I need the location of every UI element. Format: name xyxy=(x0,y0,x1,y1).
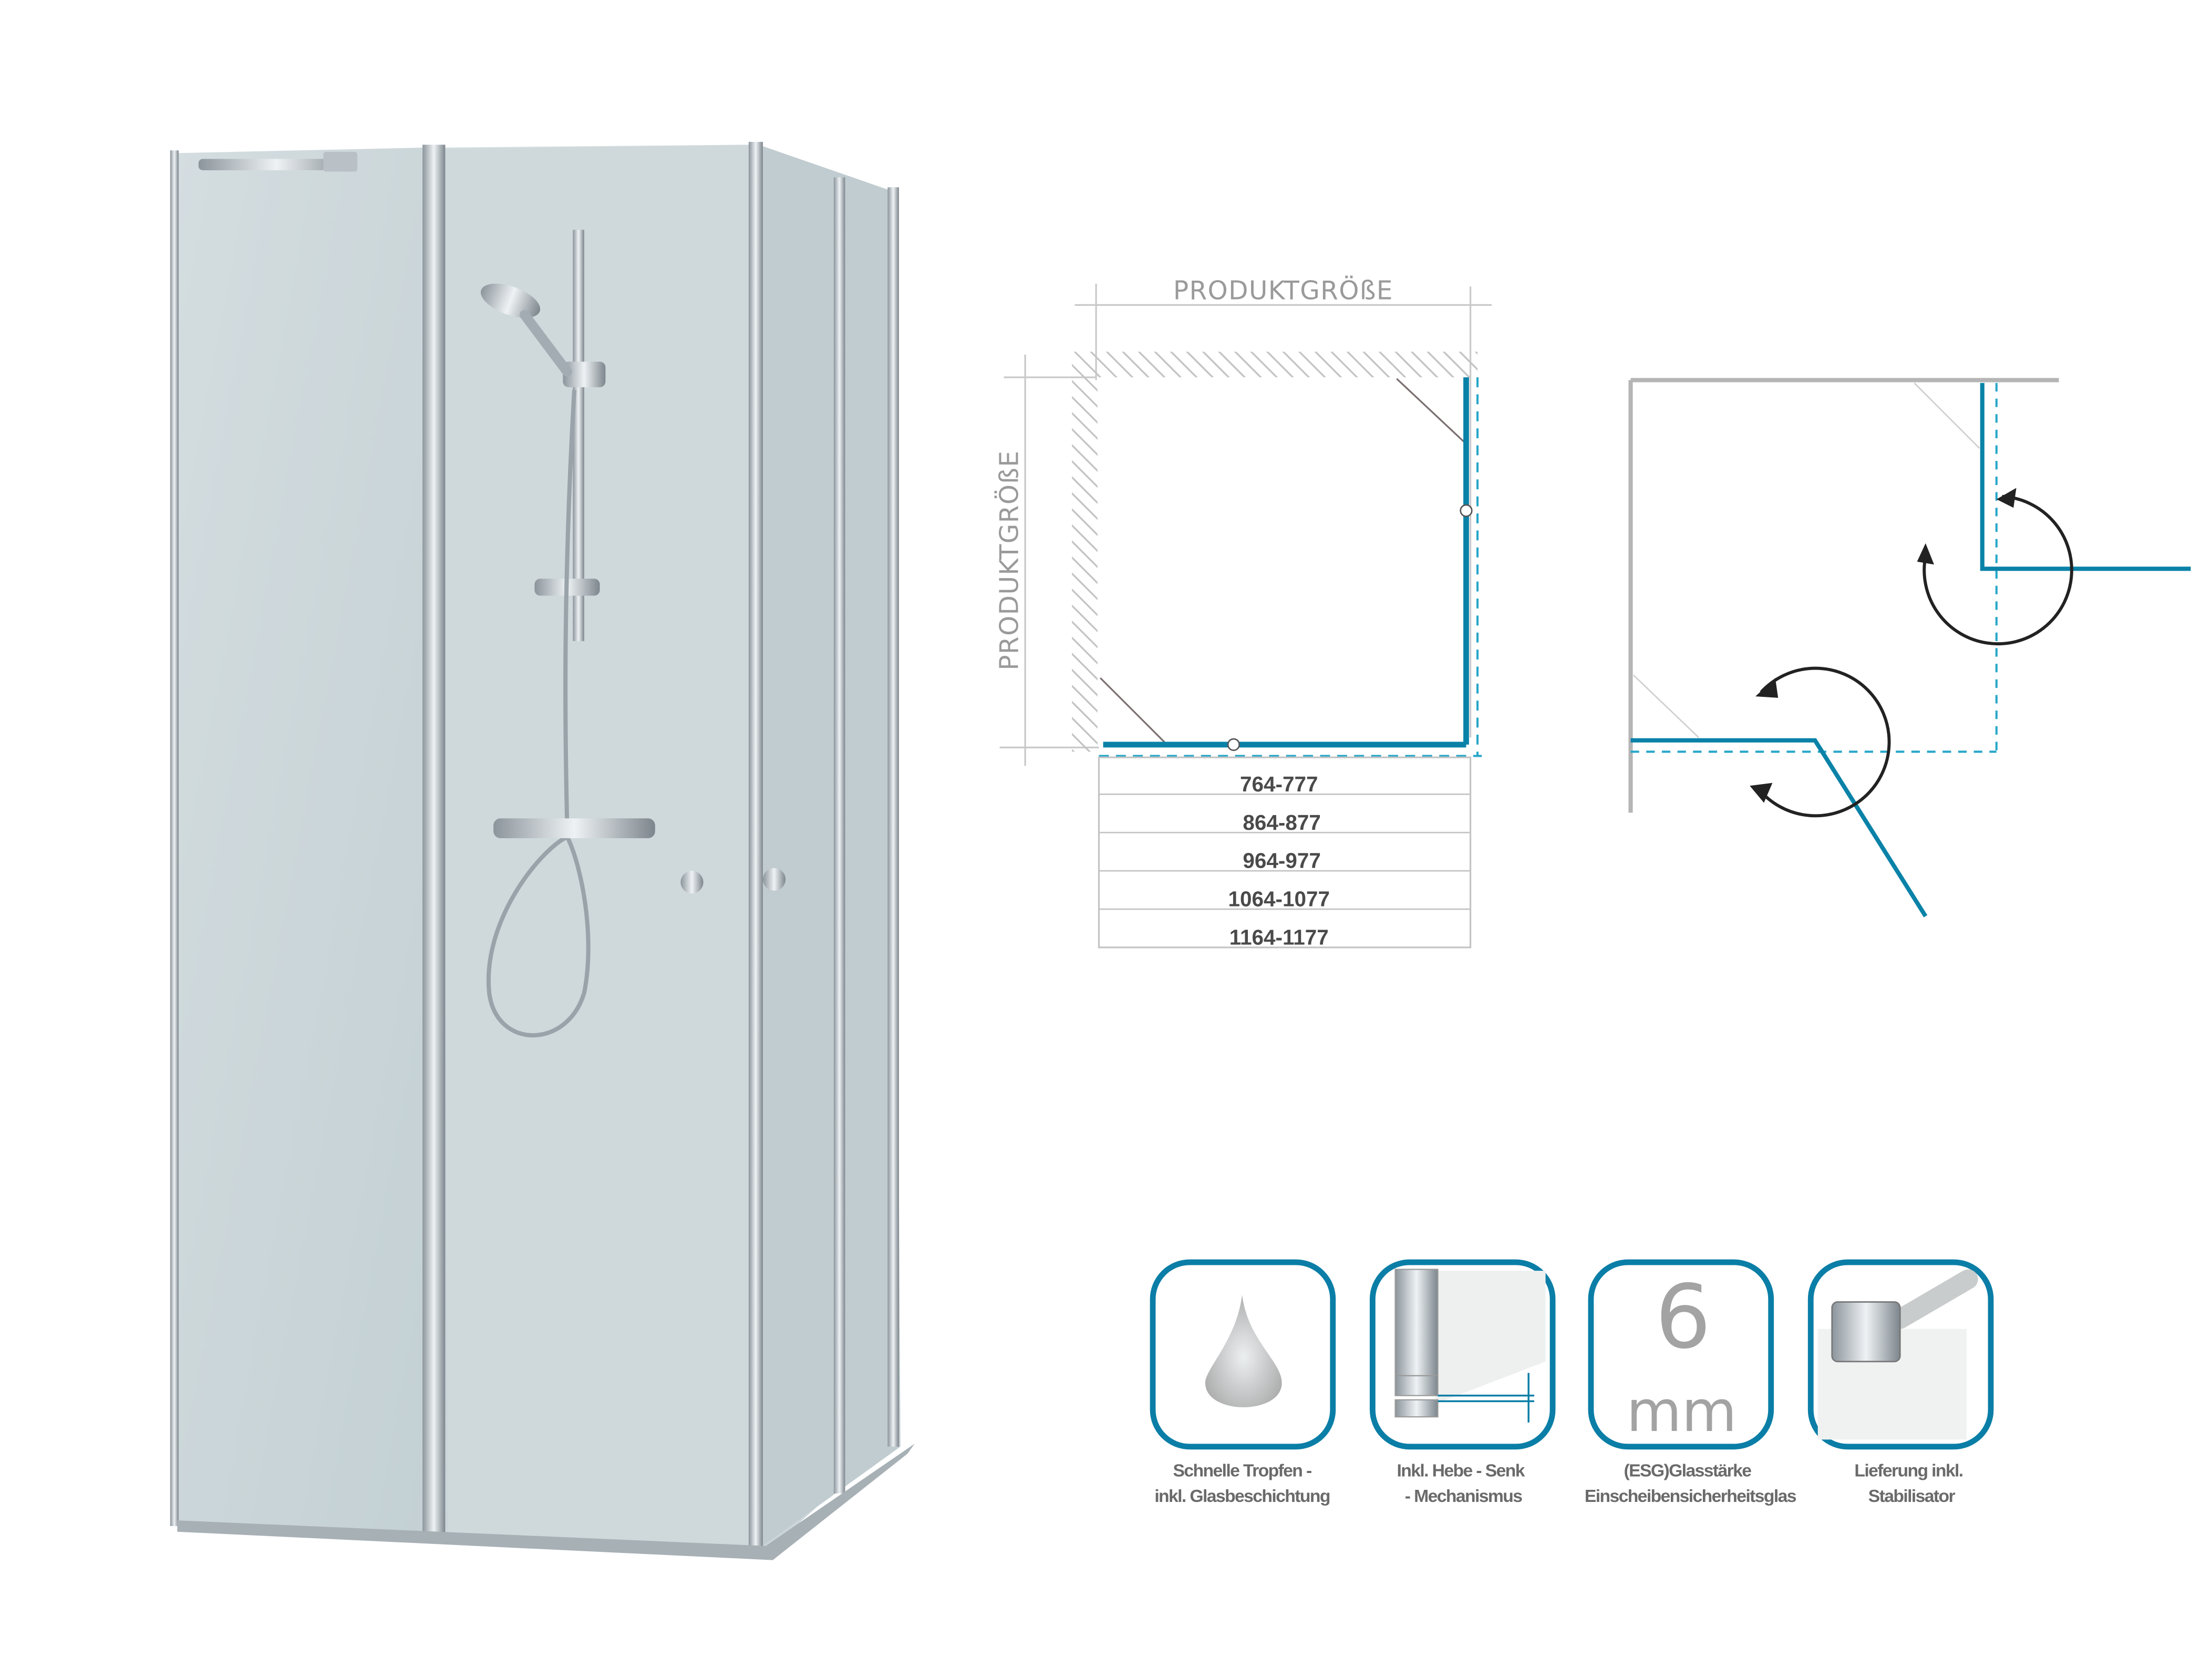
door-knob xyxy=(680,871,704,894)
glass-thickness-number: 6 xyxy=(1655,1266,1711,1368)
top-wall-hatch xyxy=(1072,352,1478,377)
side-panel-glass xyxy=(758,145,901,1546)
size-row: 764-777 xyxy=(1240,772,1318,796)
lift-hinge-icon xyxy=(1394,1269,1546,1423)
size-row: 964-977 xyxy=(1243,849,1321,873)
thermostat xyxy=(493,818,655,839)
feature-stabilizer: Lieferung inkl. Stabilisator xyxy=(1807,1259,1994,1506)
size-row: 1064-1077 xyxy=(1228,887,1330,911)
depth-dimension-label: PRODUKTGRÖßE xyxy=(995,450,1025,671)
feature-label: inkl. Glasbeschichtung xyxy=(1154,1486,1330,1506)
rotation-arrow-icon xyxy=(1922,495,2073,646)
shower-head-icon xyxy=(480,283,541,318)
shower-handle xyxy=(520,310,572,377)
shower-hose xyxy=(486,390,591,1037)
feature-label: (ESG)Glasstärke xyxy=(1624,1460,1752,1480)
shower-holder xyxy=(563,362,606,387)
hinge-profile xyxy=(422,145,446,1538)
feature-label: Lieferung inkl. xyxy=(1854,1460,1962,1480)
feature-label: Inkl. Hebe - Senk xyxy=(1397,1460,1525,1480)
feature-water-drop: Schnelle Tropfen - inkl. Glasbeschichtun… xyxy=(1150,1259,1336,1506)
left-profile xyxy=(170,150,179,1526)
shower-enclosure-photo xyxy=(170,141,915,1560)
feature-lift-hinge: Inkl. Hebe - Senk - Mechanismus xyxy=(1369,1259,1556,1506)
side-door-open-line xyxy=(1980,383,2191,571)
rotation-arrow-icon xyxy=(1757,666,1891,818)
size-row: 864-877 xyxy=(1243,810,1321,835)
floor-plan-diagram: PRODUKTGRÖßE PRODUKTGRÖßE 764-777 864-87… xyxy=(995,276,1492,949)
feature-label: - Mechanismus xyxy=(1405,1486,1522,1506)
shower-rail xyxy=(573,230,584,641)
stabilizer-icon xyxy=(1817,1269,1978,1440)
feature-label: Schnelle Tropfen - xyxy=(1173,1460,1312,1480)
stabilizer-bar xyxy=(198,159,355,170)
left-door-glass xyxy=(173,147,433,1535)
stabilizer-clamp xyxy=(323,151,358,172)
door-swing-diagram xyxy=(1628,378,2191,918)
front-door-open-line xyxy=(1630,738,1928,918)
side-hinge-profile xyxy=(833,177,845,1494)
right-profile xyxy=(887,187,899,1447)
front-panel-glass xyxy=(442,145,759,1546)
corner-profile xyxy=(748,141,763,1549)
width-dimension-label: PRODUKTGRÖßE xyxy=(1173,276,1393,306)
floor-profile xyxy=(177,1444,915,1560)
glass-thickness-unit: mm xyxy=(1627,1379,1737,1445)
feature-label: Einscheibensicherheitsglas xyxy=(1585,1486,1796,1506)
side-knob xyxy=(762,868,786,891)
size-table: 764-777 864-877 964-977 1064-1077 1164-1… xyxy=(1098,756,1472,949)
feature-glass-thickness: 6 mm (ESG)Glasstärke Einscheibensicherhe… xyxy=(1585,1259,1797,1506)
feature-label: Stabilisator xyxy=(1868,1486,1956,1506)
size-row: 1164-1177 xyxy=(1229,925,1329,949)
water-drop-icon xyxy=(1205,1295,1282,1407)
left-wall-hatch xyxy=(1072,377,1098,752)
